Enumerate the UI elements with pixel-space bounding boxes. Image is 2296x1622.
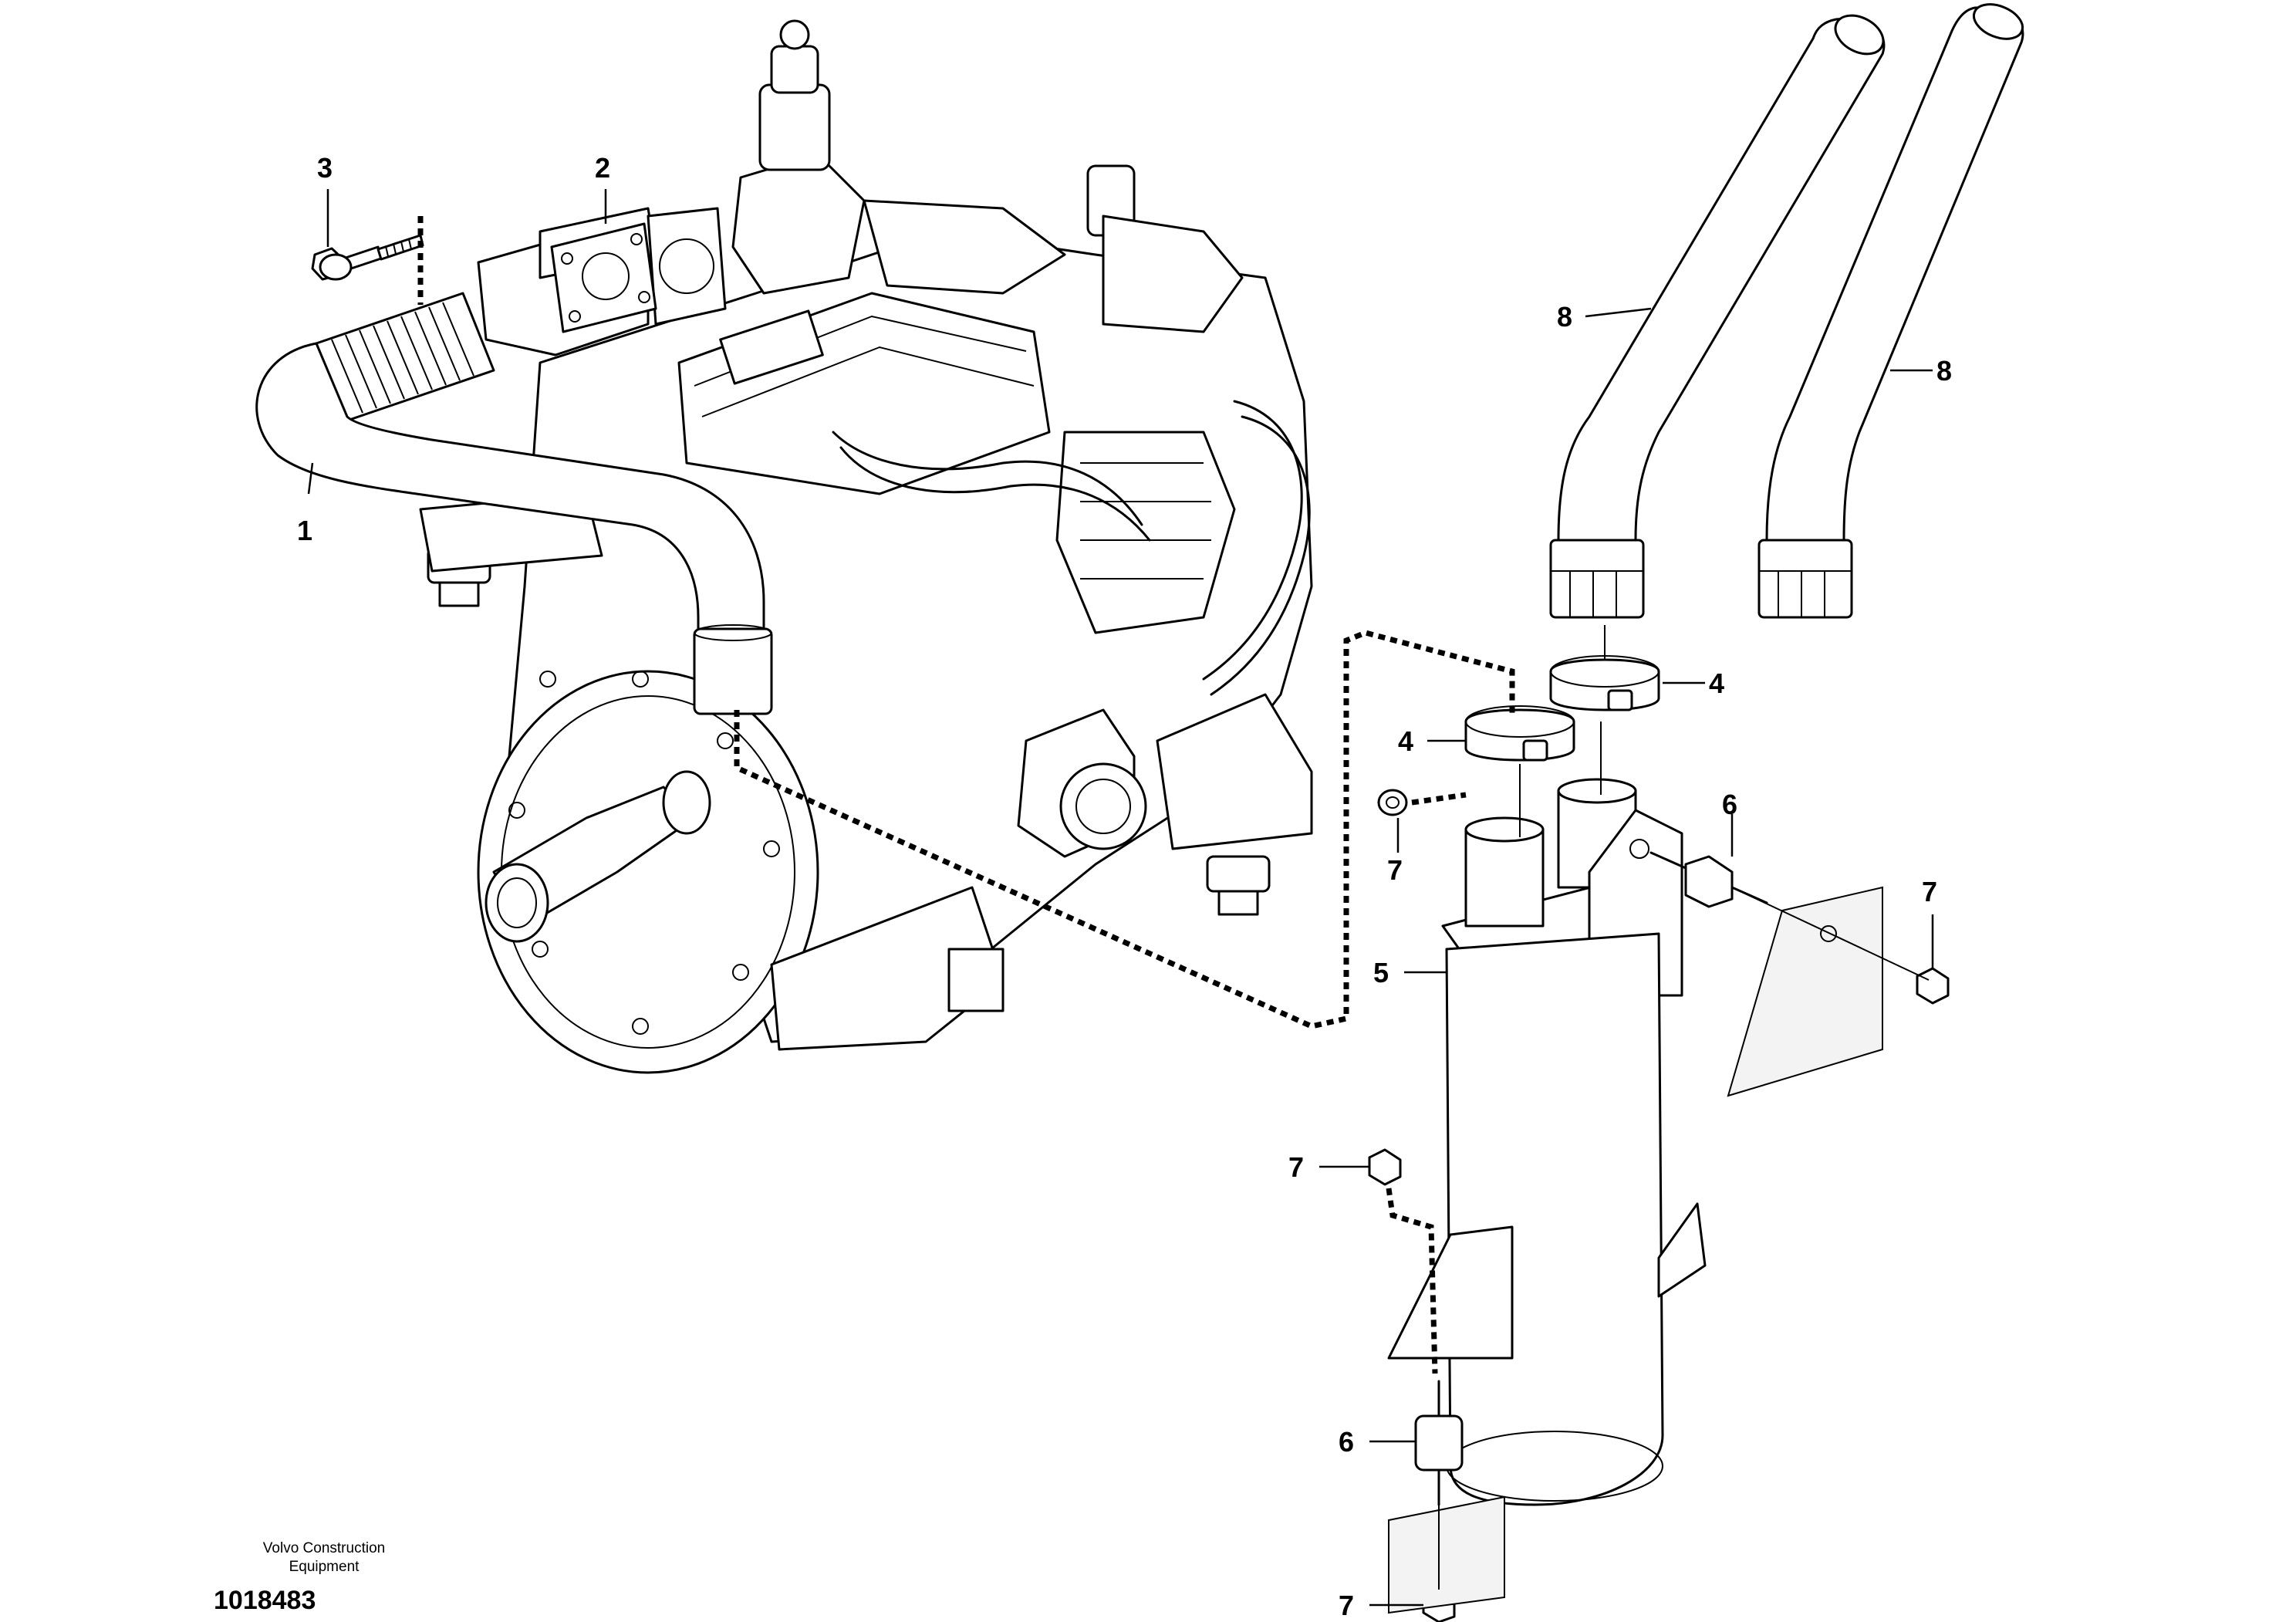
tail-pipe-8a — [1549, 14, 1886, 619]
assembly-lines — [417, 216, 1930, 1590]
engine-illustration — [419, 19, 1313, 1074]
company-name-line1: Volvo Construction — [262, 1540, 386, 1556]
callout-7-bottom: 7 — [1339, 1590, 1354, 1621]
callout-8-left: 8 — [1557, 301, 1572, 333]
nut-7b — [1916, 967, 1950, 1005]
tail-pipe-8b — [1757, 3, 2024, 619]
callout-7-left: 7 — [1387, 854, 1403, 886]
exhaust-pipe-1 — [255, 292, 773, 715]
callout-8-right: 8 — [1936, 355, 1952, 387]
nut-7a — [1377, 789, 1408, 816]
callouts: 1 2 3 4 4 5 6 6 7 7 7 7 8 8 — [297, 152, 1952, 1621]
rubber-mount-6b — [1414, 1380, 1464, 1506]
callout-7-mid: 7 — [1288, 1151, 1304, 1183]
muffler-5 — [1387, 778, 1707, 1506]
clamp-4a — [1549, 655, 1660, 711]
callout-3: 3 — [317, 152, 333, 184]
callout-4-upper: 4 — [1709, 667, 1724, 699]
drawing-number: 1018483 — [214, 1586, 316, 1615]
callout-4-lower: 4 — [1398, 725, 1413, 757]
company-name-line2: Equipment — [289, 1559, 360, 1575]
footer: Volvo Construction Equipment 1018483 — [197, 1539, 451, 1616]
callout-7-right: 7 — [1922, 876, 1937, 907]
bolt-3 — [311, 234, 424, 281]
callout-6-lower: 6 — [1339, 1426, 1354, 1458]
callout-5: 5 — [1373, 957, 1389, 988]
gasket-2 — [550, 222, 657, 333]
callout-6-upper: 6 — [1722, 789, 1737, 820]
callout-1: 1 — [297, 515, 312, 546]
nut-7c — [1368, 1148, 1402, 1186]
callout-2: 2 — [595, 152, 610, 184]
clamp-4b — [1464, 705, 1575, 762]
